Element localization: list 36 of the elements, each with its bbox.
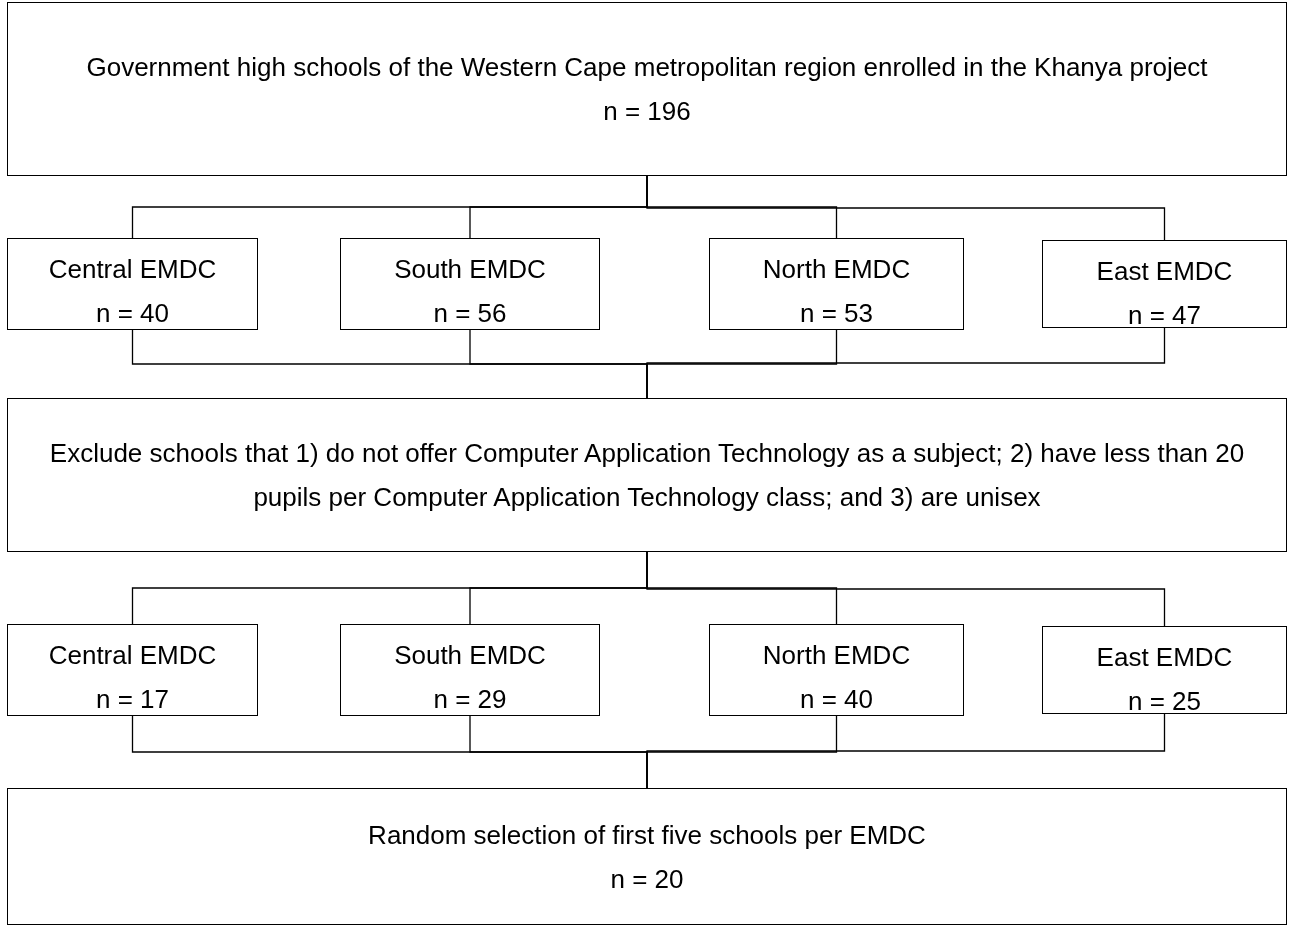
box-text: Government high schools of the Western Cape metropolitan region enrolled in the Khanya project <box>86 51 1208 84</box>
box-text: East EMDC <box>1096 641 1233 674</box>
connector-line <box>646 713 1166 789</box>
flow-box <box>340 238 600 330</box>
flow-box <box>7 398 1287 552</box>
box-text: East EMDC <box>1096 255 1233 288</box>
box-text: South EMDC <box>394 639 546 672</box>
connector-line <box>646 327 1166 399</box>
connector-line <box>646 551 1166 627</box>
box-text: n = 20 <box>610 862 684 896</box>
flow-box <box>7 624 258 716</box>
box-text: n = 40 <box>800 683 873 716</box>
box-text: North EMDC <box>762 639 911 672</box>
flow-box <box>709 624 964 716</box>
box-text: n = 40 <box>96 297 169 330</box>
box-text: Random selection of first five schools per EMDC <box>368 818 926 852</box>
box-text: Central EMDC <box>48 639 217 672</box>
flow-box <box>7 238 258 330</box>
box-text: n = 17 <box>96 683 169 716</box>
box-text: n = 56 <box>433 297 507 330</box>
box-text: n = 53 <box>800 297 873 330</box>
connector-line <box>646 175 1166 241</box>
box-text: North EMDC <box>762 253 911 286</box>
box-text: n = 29 <box>433 683 507 716</box>
box-text: n = 196 <box>603 95 691 128</box>
box-text: South EMDC <box>394 253 546 286</box>
flow-box <box>340 624 600 716</box>
flow-box <box>709 238 964 330</box>
flow-box <box>7 2 1287 176</box>
flow-box <box>1042 240 1287 328</box>
box-text: Central EMDC <box>48 253 217 286</box>
box-text: Exclude schools that 1) do not offer Computer Application Technology as a subject; 2) have less than 20 pupils per Computer Application Technology class; and 3) are unisex <box>48 437 1246 514</box>
box-text: n = 47 <box>1128 299 1201 332</box>
flow-box <box>1042 626 1287 714</box>
box-text: n = 25 <box>1128 685 1201 718</box>
flow-box <box>7 788 1287 925</box>
